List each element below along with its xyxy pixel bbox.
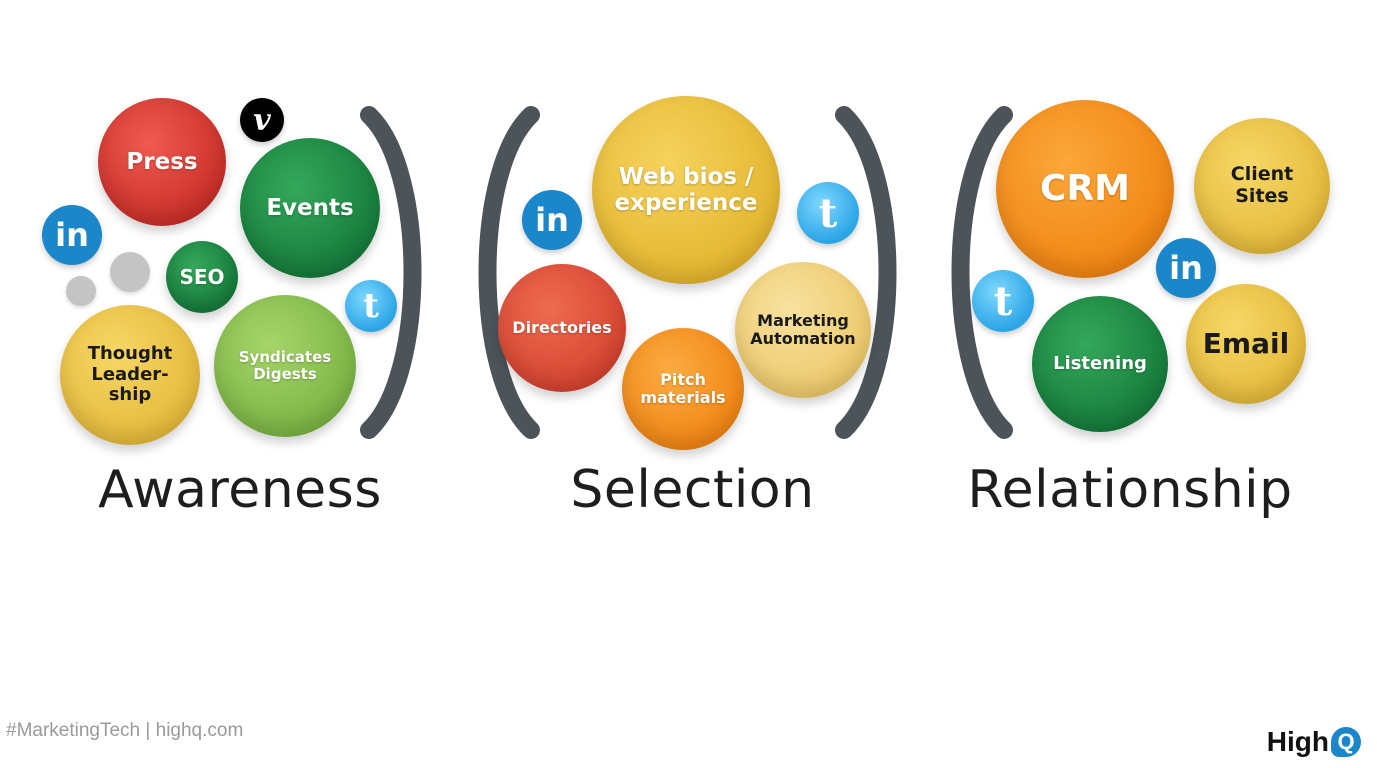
grey-dot bbox=[110, 252, 150, 292]
linkedin-icon: in bbox=[1156, 238, 1216, 298]
web-bios-bubble: Web bios / experience bbox=[592, 96, 780, 284]
events-bubble: Events bbox=[240, 138, 380, 278]
bracket-open-3 bbox=[951, 106, 1013, 439]
linkedin-icon: in bbox=[522, 190, 582, 250]
seo-bubble: SEO bbox=[166, 241, 238, 313]
crm-bubble: CRM bbox=[996, 100, 1174, 278]
bracket-open-2 bbox=[478, 106, 540, 439]
bracket-close-2 bbox=[835, 106, 897, 439]
logo-q-icon: Q bbox=[1331, 727, 1361, 757]
footer-separator: | bbox=[145, 720, 151, 741]
press-bubble: Press bbox=[98, 98, 226, 226]
pitch-materials-bubble: Pitch materials bbox=[622, 328, 744, 450]
thought-leadership-bubble: Thought Leader- ship bbox=[60, 305, 200, 445]
relationship-label: Relationship bbox=[967, 460, 1293, 520]
listening-bubble: Listening bbox=[1032, 296, 1168, 432]
bracket-close-1 bbox=[360, 106, 422, 439]
awareness-label: Awareness bbox=[98, 460, 382, 520]
site-link: highq.com bbox=[155, 720, 244, 741]
footer-text: #MarketingTech | highq.com bbox=[6, 720, 243, 742]
linkedin-icon: in bbox=[42, 205, 102, 265]
syndicates-digests-bubble: Syndicates Digests bbox=[214, 295, 356, 437]
email-bubble: Email bbox=[1186, 284, 1306, 404]
logo-text: High bbox=[1266, 726, 1329, 757]
grey-dot bbox=[66, 276, 96, 306]
directories-bubble: Directories bbox=[498, 264, 626, 392]
hashtag: #MarketingTech bbox=[6, 720, 141, 741]
selection-label: Selection bbox=[570, 460, 815, 520]
marketing-automation-bubble: Marketing Automation bbox=[735, 262, 871, 398]
twitter-icon: t bbox=[345, 280, 397, 332]
twitter-icon: t bbox=[797, 182, 859, 244]
client-sites-bubble: Client Sites bbox=[1194, 118, 1330, 254]
twitter-icon: t bbox=[972, 270, 1034, 332]
vimeo-icon: v bbox=[240, 98, 284, 142]
